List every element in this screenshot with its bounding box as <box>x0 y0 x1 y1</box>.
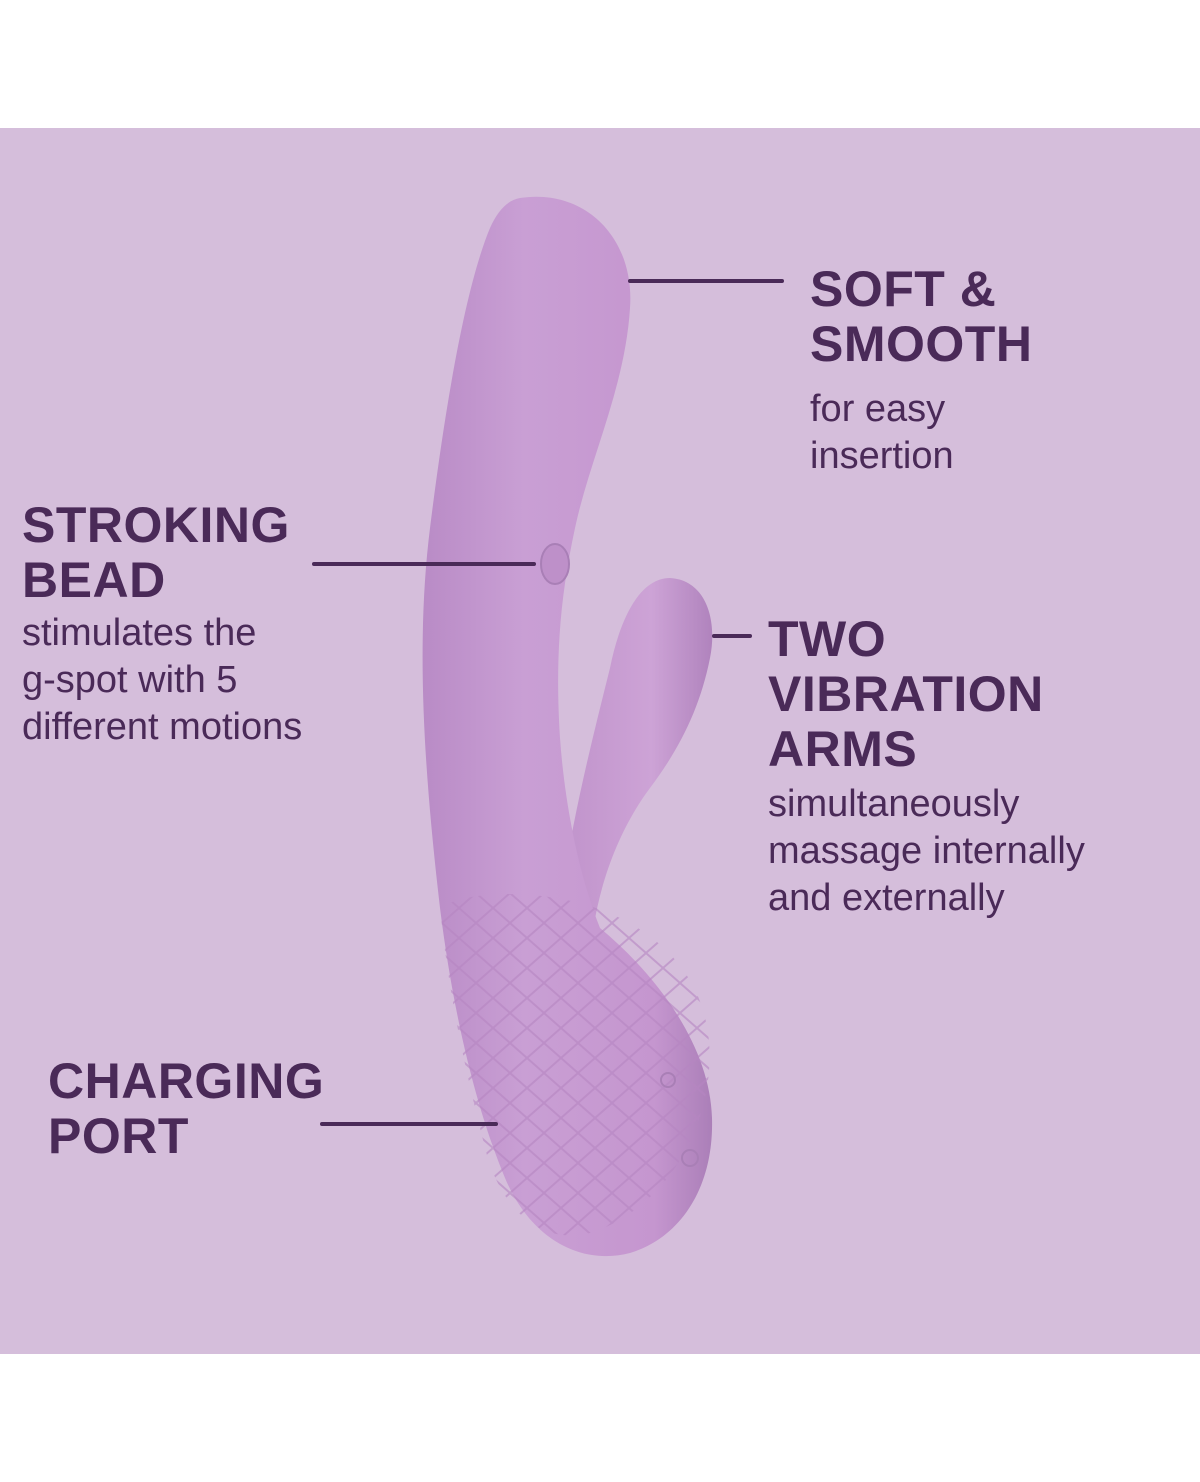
leader-line-stroking-bead <box>312 562 536 566</box>
handle-texture <box>440 894 710 1236</box>
callout-title: TWO VIBRATION ARMS <box>768 611 1044 777</box>
leader-line-two-arms <box>712 634 752 638</box>
callout-charging-port: CHARGING PORT <box>48 1054 324 1164</box>
callout-description: simultaneously massage internally and ex… <box>768 783 1085 919</box>
stroking-bead-shape <box>540 543 570 585</box>
callout-title: STROKING BEAD <box>22 497 290 608</box>
callout-soft-smooth: SOFT & SMOOTH for easy insertion <box>810 262 1032 480</box>
callout-title: SOFT & SMOOTH <box>810 261 1033 372</box>
vibration-arm-shape <box>560 578 713 958</box>
callout-description: stimulates the g-spot with 5 different m… <box>22 612 303 748</box>
control-button <box>660 1072 676 1088</box>
callout-stroking-bead: STROKING BEAD stimulates the g-spot with… <box>22 498 302 751</box>
power-button <box>681 1149 699 1167</box>
callout-two-arms: TWO VIBRATION ARMS simultaneously massag… <box>768 612 1085 922</box>
leader-line-charging-port <box>320 1122 498 1126</box>
callout-description: for easy insertion <box>810 388 954 477</box>
callout-title: CHARGING PORT <box>48 1053 325 1164</box>
leader-line-soft-smooth <box>628 279 784 283</box>
product-illustration <box>422 196 713 1257</box>
feature-panel: SOFT & SMOOTH for easy insertion STROKIN… <box>0 128 1200 1354</box>
